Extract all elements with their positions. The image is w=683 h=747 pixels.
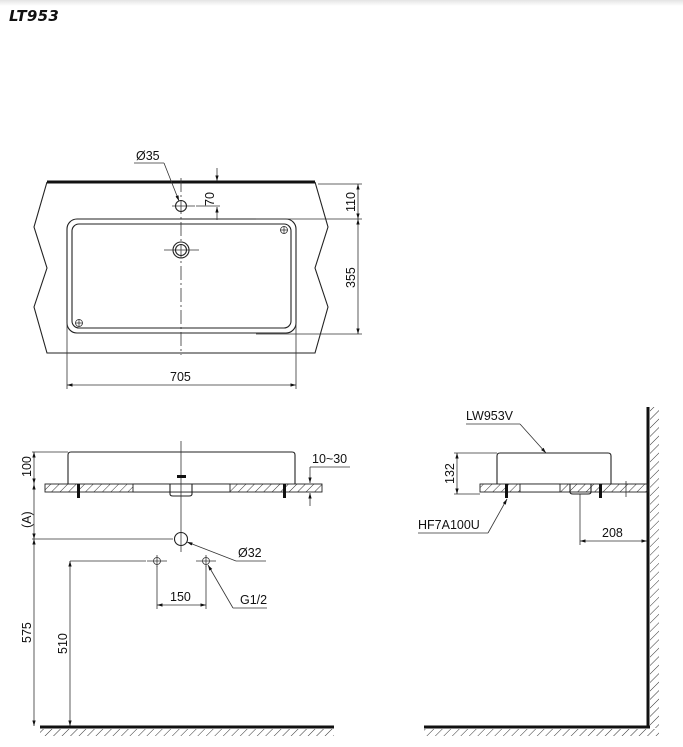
label-supply-spacing: 150	[170, 590, 191, 604]
label-supply-thread: G1/2	[240, 593, 267, 607]
side-view: 132 LW953V HF7A100U 208	[418, 407, 659, 736]
drawing-title: LT953	[9, 7, 60, 25]
label-back-to-basin: 110	[344, 192, 358, 212]
label-drain-diameter: Ø32	[238, 546, 262, 560]
label-bracket-model: HF7A100U	[418, 518, 480, 532]
top-view: Ø35 70 110 355 705	[33, 149, 362, 389]
label-floor-to-drain: 575	[20, 622, 34, 643]
front-view: 100 (A) 575 510 10~30 Ø32 150 G1/2	[20, 441, 350, 736]
label-basin-model: LW953V	[466, 409, 514, 423]
label-wall-to-drain: 208	[602, 526, 623, 540]
label-floor-to-supply: 510	[56, 633, 70, 654]
label-basin-width: 705	[170, 370, 191, 384]
top-edge-shadow	[0, 0, 683, 6]
label-basin-depth: 355	[344, 267, 358, 288]
label-drain-height: (A)	[20, 511, 34, 528]
label-hole-diameter: Ø35	[136, 149, 160, 163]
label-counter-thickness: 10~30	[312, 452, 347, 466]
label-hole-offset: 70	[203, 192, 217, 206]
label-height: 100	[20, 456, 34, 477]
label-side-height: 132	[443, 463, 457, 484]
